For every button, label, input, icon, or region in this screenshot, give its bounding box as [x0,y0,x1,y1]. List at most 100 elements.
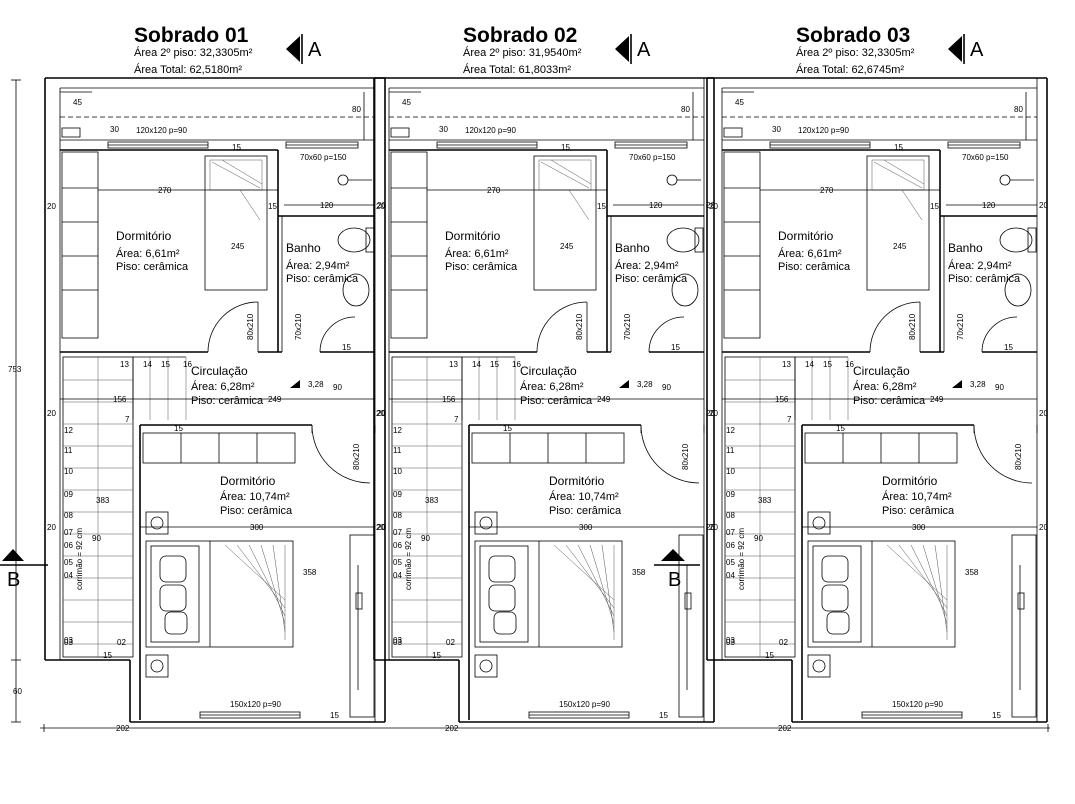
dim-15: 15 [597,202,606,211]
dim-90: 90 [92,534,101,543]
room-floor: Piso: cerâmica [445,261,518,273]
window-70x60-label: 70x60 p=150 [962,153,1009,162]
dim-45: 45 [402,98,411,107]
stair-step-number: 09 [64,490,73,499]
dim-358: 358 [303,568,317,577]
room-name-banho: Banho [286,241,321,255]
room-area: Área: 2,94m² [286,259,350,272]
stair-step-number: 10 [393,467,402,476]
area-total-label: Área Total: 62,6745m² [796,63,904,76]
stair-step-number: 05 [64,558,73,567]
area-2nd-floor-label: Área 2º piso: 32,3305m² [796,46,915,59]
stair-step-number: 03 [393,638,402,647]
dim-20: 20 [709,409,718,418]
dim-80: 80 [352,105,361,114]
dim-90: 90 [662,383,671,392]
room-floor: Piso: cerâmica [520,395,593,407]
door-80x210-label: 80x210 [1014,443,1023,470]
room-area: Área: 10,74m² [549,490,619,503]
stair-step-number: 09 [726,490,735,499]
stair-step-number: 03 [726,638,735,647]
dim-15: 15 [268,202,277,211]
room-area: Área: 6,61m² [445,247,509,260]
level-3-28-label: 3,28 [308,380,324,389]
stair-step-number: 16 [183,360,192,369]
level-3-28-label: 3,28 [637,380,653,389]
stair-step-number: 12 [393,426,402,435]
room-floor: Piso: cerâmica [778,261,851,273]
area-2nd-floor-label: Área 2º piso: 32,3305m² [134,46,253,59]
dim-20: 20 [709,202,718,211]
stair-step-number: 04 [393,571,402,580]
section-b-marker-right [661,549,685,561]
stair-step-number: 06 [726,541,735,550]
window-120x120-label: 120x120 p=90 [465,126,516,135]
dim-80: 80 [1014,105,1023,114]
level-marker [952,380,962,388]
window-120x120-label: 120x120 p=90 [136,126,187,135]
room-floor: Piso: cerâmica [615,273,688,285]
section-a-label: A [308,39,322,61]
dim-45: 45 [735,98,744,107]
room-name-dormitorio: Dormitório [116,229,172,243]
room-name-dormitorio: Dormitório [882,474,938,488]
door-80x210-label: 80x210 [908,313,917,340]
window-70x60-label: 70x60 p=150 [300,153,347,162]
dim-383: 383 [758,496,772,505]
level-marker [290,380,300,388]
stair-step-number: 14 [805,360,814,369]
window-150x120-label: 150x120 p=90 [892,700,943,709]
area-2nd-floor-label: Área 2º piso: 31,9540m² [463,46,582,59]
section-a-label: A [637,39,651,61]
dim-90: 90 [421,534,430,543]
stair-step-number: 08 [393,511,402,520]
stair-handrail-label: corrimão = 92 cm [75,528,84,590]
dim-90: 90 [995,383,1004,392]
section-a-marker [286,36,300,62]
dim-120: 120 [649,201,663,210]
dim-15: 15 [432,651,441,660]
dim-20: 20 [706,523,715,532]
dim-270: 270 [487,186,501,195]
stair-step-number: 04 [726,571,735,580]
dim-20: 20 [709,523,718,532]
stair-step-number: 07 [726,528,735,537]
stair-step-number: 11 [726,446,735,455]
room-name-dormitorio: Dormitório [220,474,276,488]
level-3-28-label: 3,28 [970,380,986,389]
dim-245: 245 [893,242,907,251]
dim-20: 20 [377,201,386,210]
dim-20: 20 [47,202,56,211]
stair-step-number: 07 [393,528,402,537]
dim-15: 15 [503,424,512,433]
room-floor: Piso: cerâmica [191,395,264,407]
room-area: Área: 6,61m² [116,247,180,260]
dim-753: 753 [8,365,22,374]
room-area: Área: 2,94m² [948,259,1012,272]
room-area: Área: 2,94m² [615,259,679,272]
house-title: Sobrado 01 [134,24,249,47]
dim-383: 383 [96,496,110,505]
dim-15: 15 [1004,343,1013,352]
dim-270: 270 [158,186,172,195]
section-a-marker [615,36,629,62]
stair-step-number: 10 [726,467,735,476]
dim-30: 30 [110,125,119,134]
area-total-label: Área Total: 62,5180m² [134,63,242,76]
door-80x210-label: 80x210 [352,443,361,470]
room-name-banho: Banho [948,241,983,255]
section-a-label: A [970,39,984,61]
dim-300: 300 [912,523,926,532]
room-area: Área: 6,28m² [191,380,255,393]
area-total-label: Área Total: 61,8033m² [463,63,571,76]
dim-15: 15 [342,343,351,352]
room-name-dormitorio: Dormitório [445,229,501,243]
section-a-marker [948,36,962,62]
room-name-circulacao: Circulação [853,364,910,378]
stair-step-number: 16 [845,360,854,369]
room-floor: Piso: cerâmica [286,273,359,285]
